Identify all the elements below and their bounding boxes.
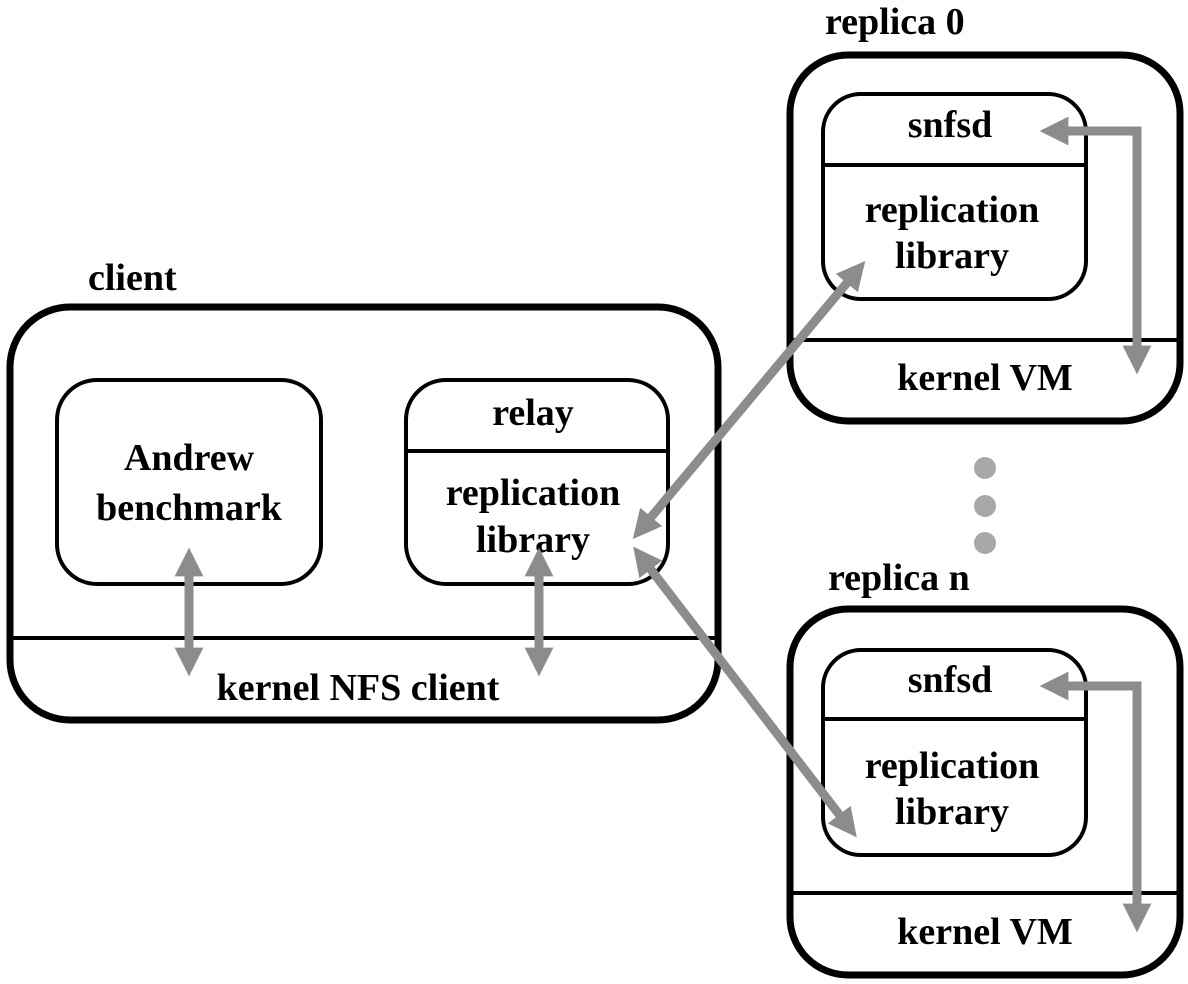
relay-line2: library bbox=[476, 519, 590, 561]
arrows bbox=[174, 116, 1152, 933]
replica-n-line1: replication bbox=[865, 745, 1040, 787]
replica-0-snfsd: snfsd bbox=[908, 104, 993, 146]
benchmark-line2: benchmark bbox=[96, 487, 283, 529]
ellipsis-dot bbox=[974, 495, 996, 517]
replica-0-label: replica 0 bbox=[825, 1, 965, 43]
replica-n-snfsd: snfsd bbox=[908, 659, 993, 701]
relay-line1: replication bbox=[446, 472, 621, 514]
replica-n-line2: library bbox=[895, 791, 1009, 833]
andrew-benchmark-box bbox=[55, 378, 323, 586]
replica-n-label: replica n bbox=[828, 557, 970, 599]
more-replicas-ellipsis bbox=[974, 457, 996, 554]
ellipsis-dot bbox=[974, 532, 996, 554]
ellipsis-dot bbox=[974, 457, 996, 479]
replica-0-line1: replication bbox=[865, 189, 1040, 231]
relay-replican-arrow bbox=[633, 546, 857, 838]
benchmark-line1: Andrew bbox=[124, 437, 255, 479]
client-label: client bbox=[88, 257, 177, 299]
replica-0-kernel-label: kernel VM bbox=[897, 357, 1073, 399]
relay-title: relay bbox=[492, 392, 574, 434]
replica-n-kernel-label: kernel VM bbox=[897, 911, 1073, 953]
replica-0-box bbox=[786, 51, 1184, 425]
replican-snfsd-kernel-arrow bbox=[1039, 671, 1152, 933]
replica-0-line2: library bbox=[895, 235, 1009, 277]
relay-replica0-arrow bbox=[632, 260, 866, 540]
kernel-nfs-client-label: kernel NFS client bbox=[217, 667, 500, 709]
replica0-snfsd-kernel-arrow bbox=[1039, 116, 1152, 375]
